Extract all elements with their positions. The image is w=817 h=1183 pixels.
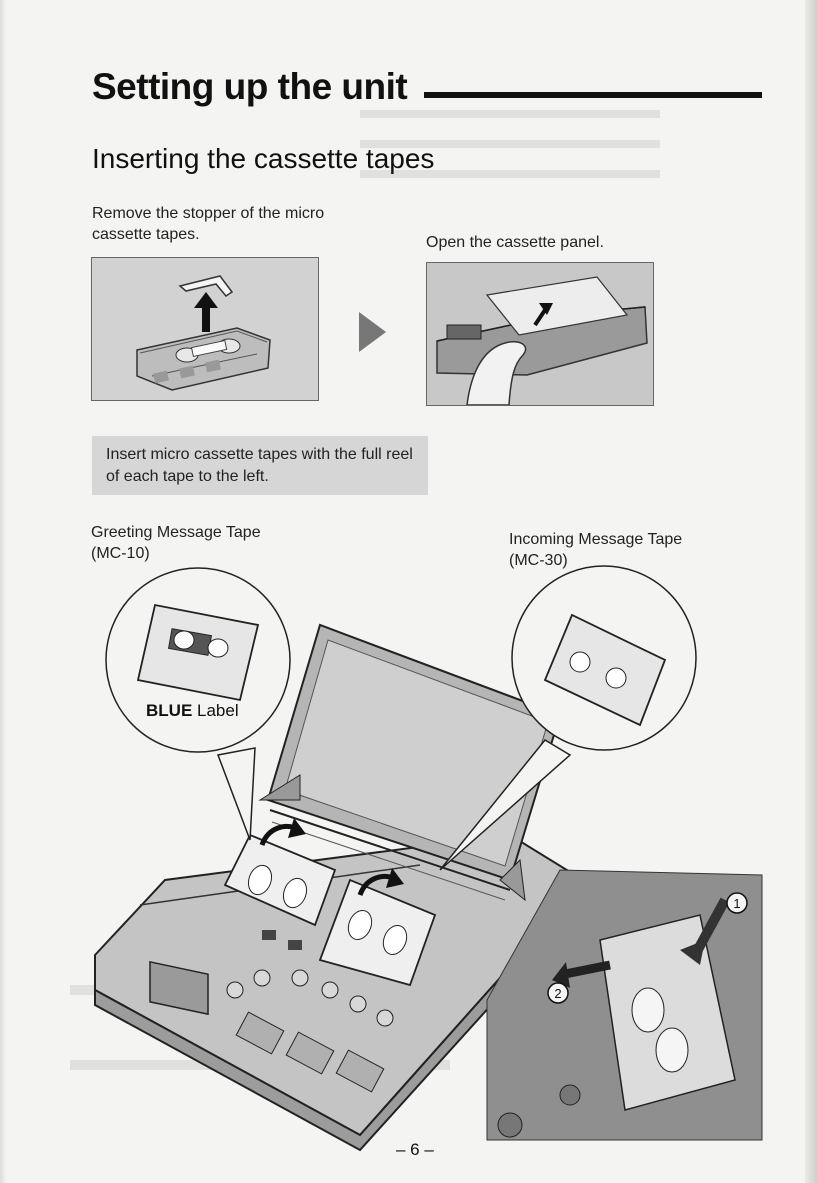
step-3-box: Insert micro cassette tapes with the ful… xyxy=(92,436,428,495)
incoming-tape-caption: Incoming Message Tape (MC-30) xyxy=(509,529,682,571)
play-arrow-icon xyxy=(359,312,386,352)
step-1-text: Remove the stopper of the micro cassette… xyxy=(92,205,325,243)
page-number: – 6 – xyxy=(396,1140,434,1159)
incoming-tape-model: (MC-30) xyxy=(509,552,568,569)
greeting-cassette-inserted xyxy=(223,833,337,927)
cassette-illustration xyxy=(136,327,271,391)
incoming-tape-callout xyxy=(439,565,697,871)
curved-arrow-icon xyxy=(259,818,404,897)
page-edge-right xyxy=(805,0,817,1183)
step-3-text: Insert micro cassette tapes with the ful… xyxy=(106,446,413,485)
incoming-tape-label: Incoming Message Tape xyxy=(509,531,683,548)
incoming-cassette-inserted xyxy=(318,878,437,987)
page-edge-left xyxy=(0,0,6,1183)
stopper-illustration xyxy=(178,275,234,297)
blue-label-caption: BLUE Label xyxy=(146,701,239,721)
title-rule xyxy=(424,92,762,98)
machine-body xyxy=(94,833,577,1152)
page-title: Setting up the unit xyxy=(92,66,408,107)
up-arrow-icon xyxy=(533,303,553,327)
step-2-text: Open the cassette panel. xyxy=(426,234,604,251)
photo-open-panel xyxy=(426,262,654,406)
photo-remove-stopper xyxy=(91,257,319,401)
marker-2: 2 xyxy=(554,986,561,1001)
label-word: Label xyxy=(197,701,239,720)
inset-photo-insertion: 1 2 xyxy=(486,869,763,1141)
blue-word: BLUE xyxy=(146,701,193,720)
greeting-tape-label: Greeting Message Tape xyxy=(91,524,261,541)
marker-1: 1 xyxy=(733,896,740,911)
up-arrow-icon xyxy=(194,292,218,332)
greeting-tape-caption: Greeting Message Tape (MC-10) xyxy=(91,522,261,564)
greeting-tape-callout xyxy=(105,567,291,841)
greeting-tape-model: (MC-10) xyxy=(91,545,150,562)
section-subtitle: Inserting the cassette tapes xyxy=(92,143,435,174)
